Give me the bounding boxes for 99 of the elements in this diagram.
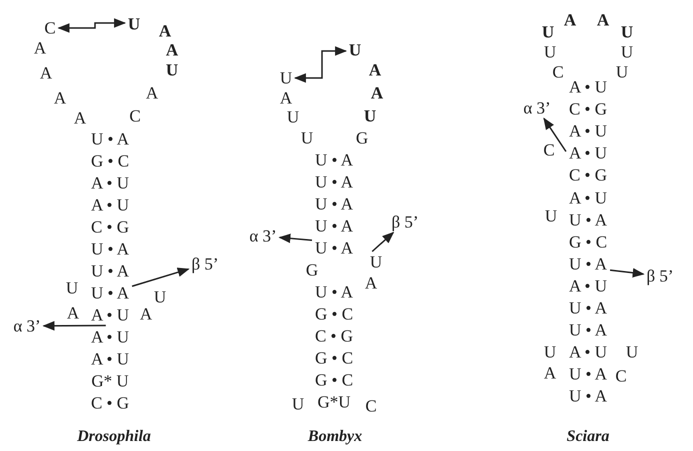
base-letter: A: [40, 64, 52, 82]
base-pair: A • U: [568, 277, 608, 294]
base-pair: G • C: [314, 372, 354, 388]
base-pair: U • A: [314, 240, 354, 256]
base-pair: A • U: [568, 344, 608, 361]
base-letter: U: [370, 254, 382, 270]
base-letter: A: [166, 42, 178, 58]
base-letter: U: [544, 44, 556, 60]
base-letter: U: [544, 208, 558, 224]
base-letter: A: [66, 304, 80, 322]
base-pair: U • A: [568, 388, 608, 405]
base-letter: A: [596, 12, 610, 28]
base-letter: A: [544, 364, 556, 382]
base-letter: A: [146, 84, 158, 102]
base-pair: C • G: [314, 328, 354, 344]
base-letter: C: [543, 142, 555, 158]
base-pair: U • A: [314, 218, 354, 234]
strand-end-label: α 3’: [523, 100, 551, 116]
base-letter: U: [280, 70, 292, 86]
base-pair: G*U: [317, 394, 351, 410]
base-pair: A • U: [90, 306, 130, 324]
base-letter: U: [620, 44, 634, 60]
arrow: [372, 232, 394, 252]
base-letter: C: [44, 20, 56, 36]
base-letter: U: [292, 396, 304, 412]
base-letter: U: [286, 108, 300, 126]
arrow: [132, 268, 190, 287]
species-name: Sciara: [566, 429, 610, 445]
base-pair: U • A: [314, 284, 354, 300]
base-pair: U • A: [90, 284, 130, 302]
base-pair: G* U: [91, 372, 129, 390]
base-pair: G • C: [314, 306, 354, 322]
base-letter: C: [615, 368, 627, 384]
base-pair: A • U: [90, 350, 130, 368]
base-pair: A • U: [90, 174, 130, 192]
strand-end-label: α 3’: [249, 228, 277, 244]
base-letter: U: [300, 130, 314, 146]
base-letter: U: [66, 280, 78, 296]
base-pair: C • G: [90, 394, 130, 412]
base-letter: A: [158, 22, 172, 40]
base-pair: U • A: [568, 211, 608, 228]
base-letter: A: [54, 90, 66, 106]
base-letter: A: [370, 84, 384, 102]
strand-end-label: α 3’: [13, 318, 41, 334]
species-name: Drosophila: [77, 429, 151, 445]
base-letter: U: [348, 42, 362, 58]
base-letter: U: [616, 64, 628, 80]
base-letter: U: [620, 24, 634, 40]
base-pair: A • U: [90, 196, 130, 214]
base-letter: U: [544, 344, 556, 360]
base-pair: U • A: [314, 152, 354, 168]
base-pair: U • A: [568, 366, 608, 383]
base-pair: U • A: [90, 240, 130, 258]
strand-end-label: β 5’: [391, 214, 419, 230]
arrow: [610, 268, 645, 278]
base-letter: C: [365, 398, 377, 414]
base-letter: A: [74, 110, 86, 126]
arrow: [278, 234, 312, 244]
base-letter: A: [34, 40, 46, 56]
base-pair: U • A: [568, 322, 608, 339]
base-letter: U: [166, 62, 178, 78]
base-letter: U: [542, 24, 554, 40]
base-pair: A • U: [568, 144, 608, 162]
base-pair: U • A: [568, 255, 608, 272]
base-pair: A • U: [568, 189, 608, 206]
base-letter: A: [140, 306, 152, 322]
arrow: [42, 321, 106, 331]
base-letter: G: [356, 130, 368, 146]
base-letter: G: [306, 262, 318, 278]
base-letter: C: [552, 64, 564, 80]
base-letter: A: [364, 274, 378, 292]
base-pair: A • U: [568, 78, 608, 96]
base-pair: A • U: [568, 122, 608, 140]
base-pair: U • A: [90, 130, 130, 148]
base-pair: U • A: [314, 174, 354, 190]
base-pair: U • A: [314, 196, 354, 212]
base-letter: U: [364, 108, 376, 124]
arrow: [543, 118, 567, 152]
base-pair: C • G: [90, 218, 130, 236]
arrow: [294, 46, 348, 83]
base-pair: A • U: [90, 328, 130, 346]
base-letter: A: [368, 62, 382, 78]
strand-end-label: β 5’: [191, 256, 219, 272]
arrow: [57, 18, 126, 33]
base-letter: U: [128, 16, 140, 32]
base-pair: G • C: [568, 233, 608, 250]
base-pair: G • C: [90, 152, 130, 170]
base-letter: U: [626, 344, 638, 360]
base-letter: A: [280, 90, 292, 106]
species-name: Bombyx: [308, 429, 362, 445]
base-pair: U • A: [568, 300, 608, 316]
base-pair: C • G: [568, 100, 608, 118]
base-letter: U: [154, 288, 166, 306]
base-letter: C: [129, 108, 141, 124]
base-pair: U • A: [90, 262, 130, 280]
base-letter: A: [564, 12, 576, 28]
base-pair: C • G: [568, 166, 608, 184]
base-pair: G • C: [314, 350, 354, 366]
strand-end-label: β 5’: [646, 268, 674, 284]
